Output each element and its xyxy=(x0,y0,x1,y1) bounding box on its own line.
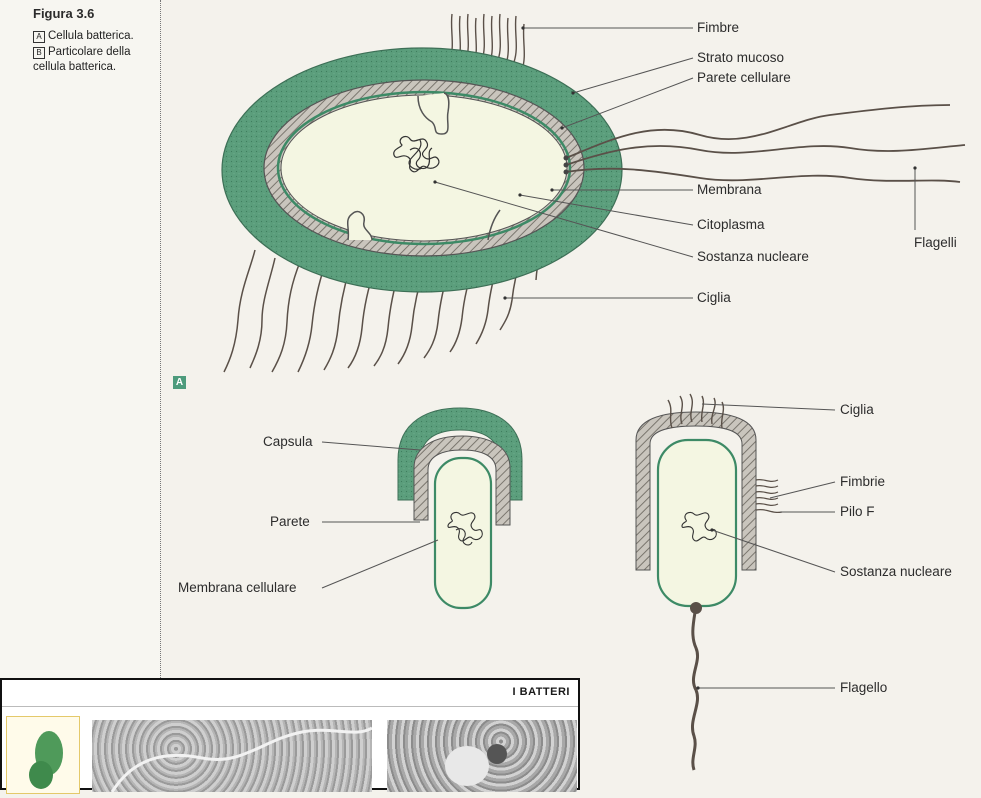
micrograph-2-overlay xyxy=(387,720,577,792)
label-flagello: Flagello xyxy=(840,680,887,695)
bacterium-thumbnail xyxy=(6,716,80,794)
header-rule xyxy=(2,706,578,707)
label-flagelli: Flagelli xyxy=(914,235,957,250)
photo-panel: I BATTERI xyxy=(0,678,580,790)
label-parete: Parete xyxy=(270,514,310,529)
label-citoplasma: Citoplasma xyxy=(697,217,765,232)
label-strato-mucoso: Strato mucoso xyxy=(697,50,784,65)
label-ciglia-a: Ciglia xyxy=(697,290,731,305)
panel-letter-a: A xyxy=(173,376,186,389)
label-sostanza-nucleare-b: Sostanza nucleare xyxy=(840,564,952,579)
cell-b-right xyxy=(658,440,736,606)
label-sostanza-nucleare-a: Sostanza nucleare xyxy=(697,249,809,264)
micrograph-1-overlay xyxy=(92,720,372,792)
label-fimbrie: Fimbrie xyxy=(840,474,885,489)
label-membrana-cellulare: Membrana cellulare xyxy=(178,580,297,595)
label-parete-cellulare: Parete cellulare xyxy=(697,70,791,85)
label-membrana: Membrana xyxy=(697,182,762,197)
micrograph-2 xyxy=(387,720,577,792)
label-pilo-f: Pilo F xyxy=(840,504,875,519)
label-capsula: Capsula xyxy=(263,434,313,449)
label-fimbre: Fimbre xyxy=(697,20,739,35)
label-ciglia-b: Ciglia xyxy=(840,402,874,417)
panel-header: I BATTERI xyxy=(513,686,570,698)
micrograph-1 xyxy=(92,720,372,792)
flagella-group xyxy=(566,105,965,182)
bacterium-icon xyxy=(7,717,79,793)
